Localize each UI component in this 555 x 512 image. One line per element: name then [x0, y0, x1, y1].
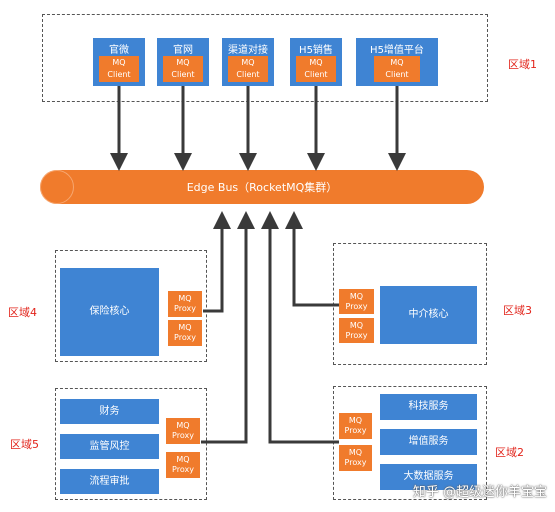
zone4-label: 区域4 — [8, 306, 37, 319]
insurance-core: 保险核心 — [60, 268, 159, 356]
system-guanwei: 官微 MQ Client — [93, 38, 145, 86]
edge-bus-end-cap — [40, 170, 74, 204]
system-name: H5销售 — [299, 45, 333, 56]
mq-proxy: MQ Proxy — [339, 413, 372, 439]
mq-client: MQ Client — [296, 56, 336, 82]
mq-proxy: MQ Proxy — [166, 452, 200, 478]
system-name: 官网 — [173, 45, 193, 56]
tech-service: 科技服务 — [380, 394, 477, 420]
zone3-label: 区域3 — [503, 304, 532, 317]
system-channel: 渠道对接 MQ Client — [222, 38, 274, 86]
mq-client: MQ Client — [99, 56, 139, 82]
mq-proxy: MQ Proxy — [168, 291, 202, 317]
system-guanwang: 官网 MQ Client — [157, 38, 209, 86]
big-data-service: 大数据服务 — [380, 464, 477, 490]
watermark: 知乎 @超级迷你羊宝宝 — [412, 485, 547, 500]
arrow-zone2-to-bus — [261, 211, 339, 444]
mq-proxy: MQ Proxy — [339, 318, 374, 343]
zone1-container — [42, 14, 488, 102]
mq-proxy: MQ Proxy — [339, 445, 372, 471]
finance-service: 财务 — [60, 399, 159, 424]
system-name: H5增值平台 — [370, 45, 424, 56]
arrow-zone3-to-bus — [285, 211, 339, 307]
mq-client: MQ Client — [374, 56, 420, 82]
system-name: 渠道对接 — [228, 45, 268, 56]
mq-client: MQ Client — [228, 56, 268, 82]
zone1-label: 区域1 — [508, 58, 537, 71]
system-h5-sales: H5销售 MQ Client — [290, 38, 342, 86]
regulatory-risk-service: 监管风控 — [60, 434, 159, 459]
arrow-zone4-to-bus — [203, 211, 231, 313]
mq-client: MQ Client — [163, 56, 203, 82]
workflow-approval-service: 流程审批 — [60, 469, 159, 494]
zone5-label: 区域5 — [10, 438, 39, 451]
edge-bus: Edge Bus（RocketMQ集群） — [40, 170, 484, 204]
mq-proxy: MQ Proxy — [168, 320, 202, 346]
system-name: 官微 — [109, 45, 129, 56]
zone5-container — [55, 388, 207, 500]
mq-proxy: MQ Proxy — [166, 418, 200, 444]
arrow-zone5-to-bus — [201, 211, 255, 444]
value-added-service: 增值服务 — [380, 429, 477, 455]
zone2-label: 区域2 — [495, 446, 524, 459]
zone4-container — [55, 250, 207, 362]
intermediary-core: 中介核心 — [380, 286, 477, 344]
mq-proxy: MQ Proxy — [339, 289, 374, 314]
system-h5-value-added: H5增值平台 MQ Client — [356, 38, 438, 86]
